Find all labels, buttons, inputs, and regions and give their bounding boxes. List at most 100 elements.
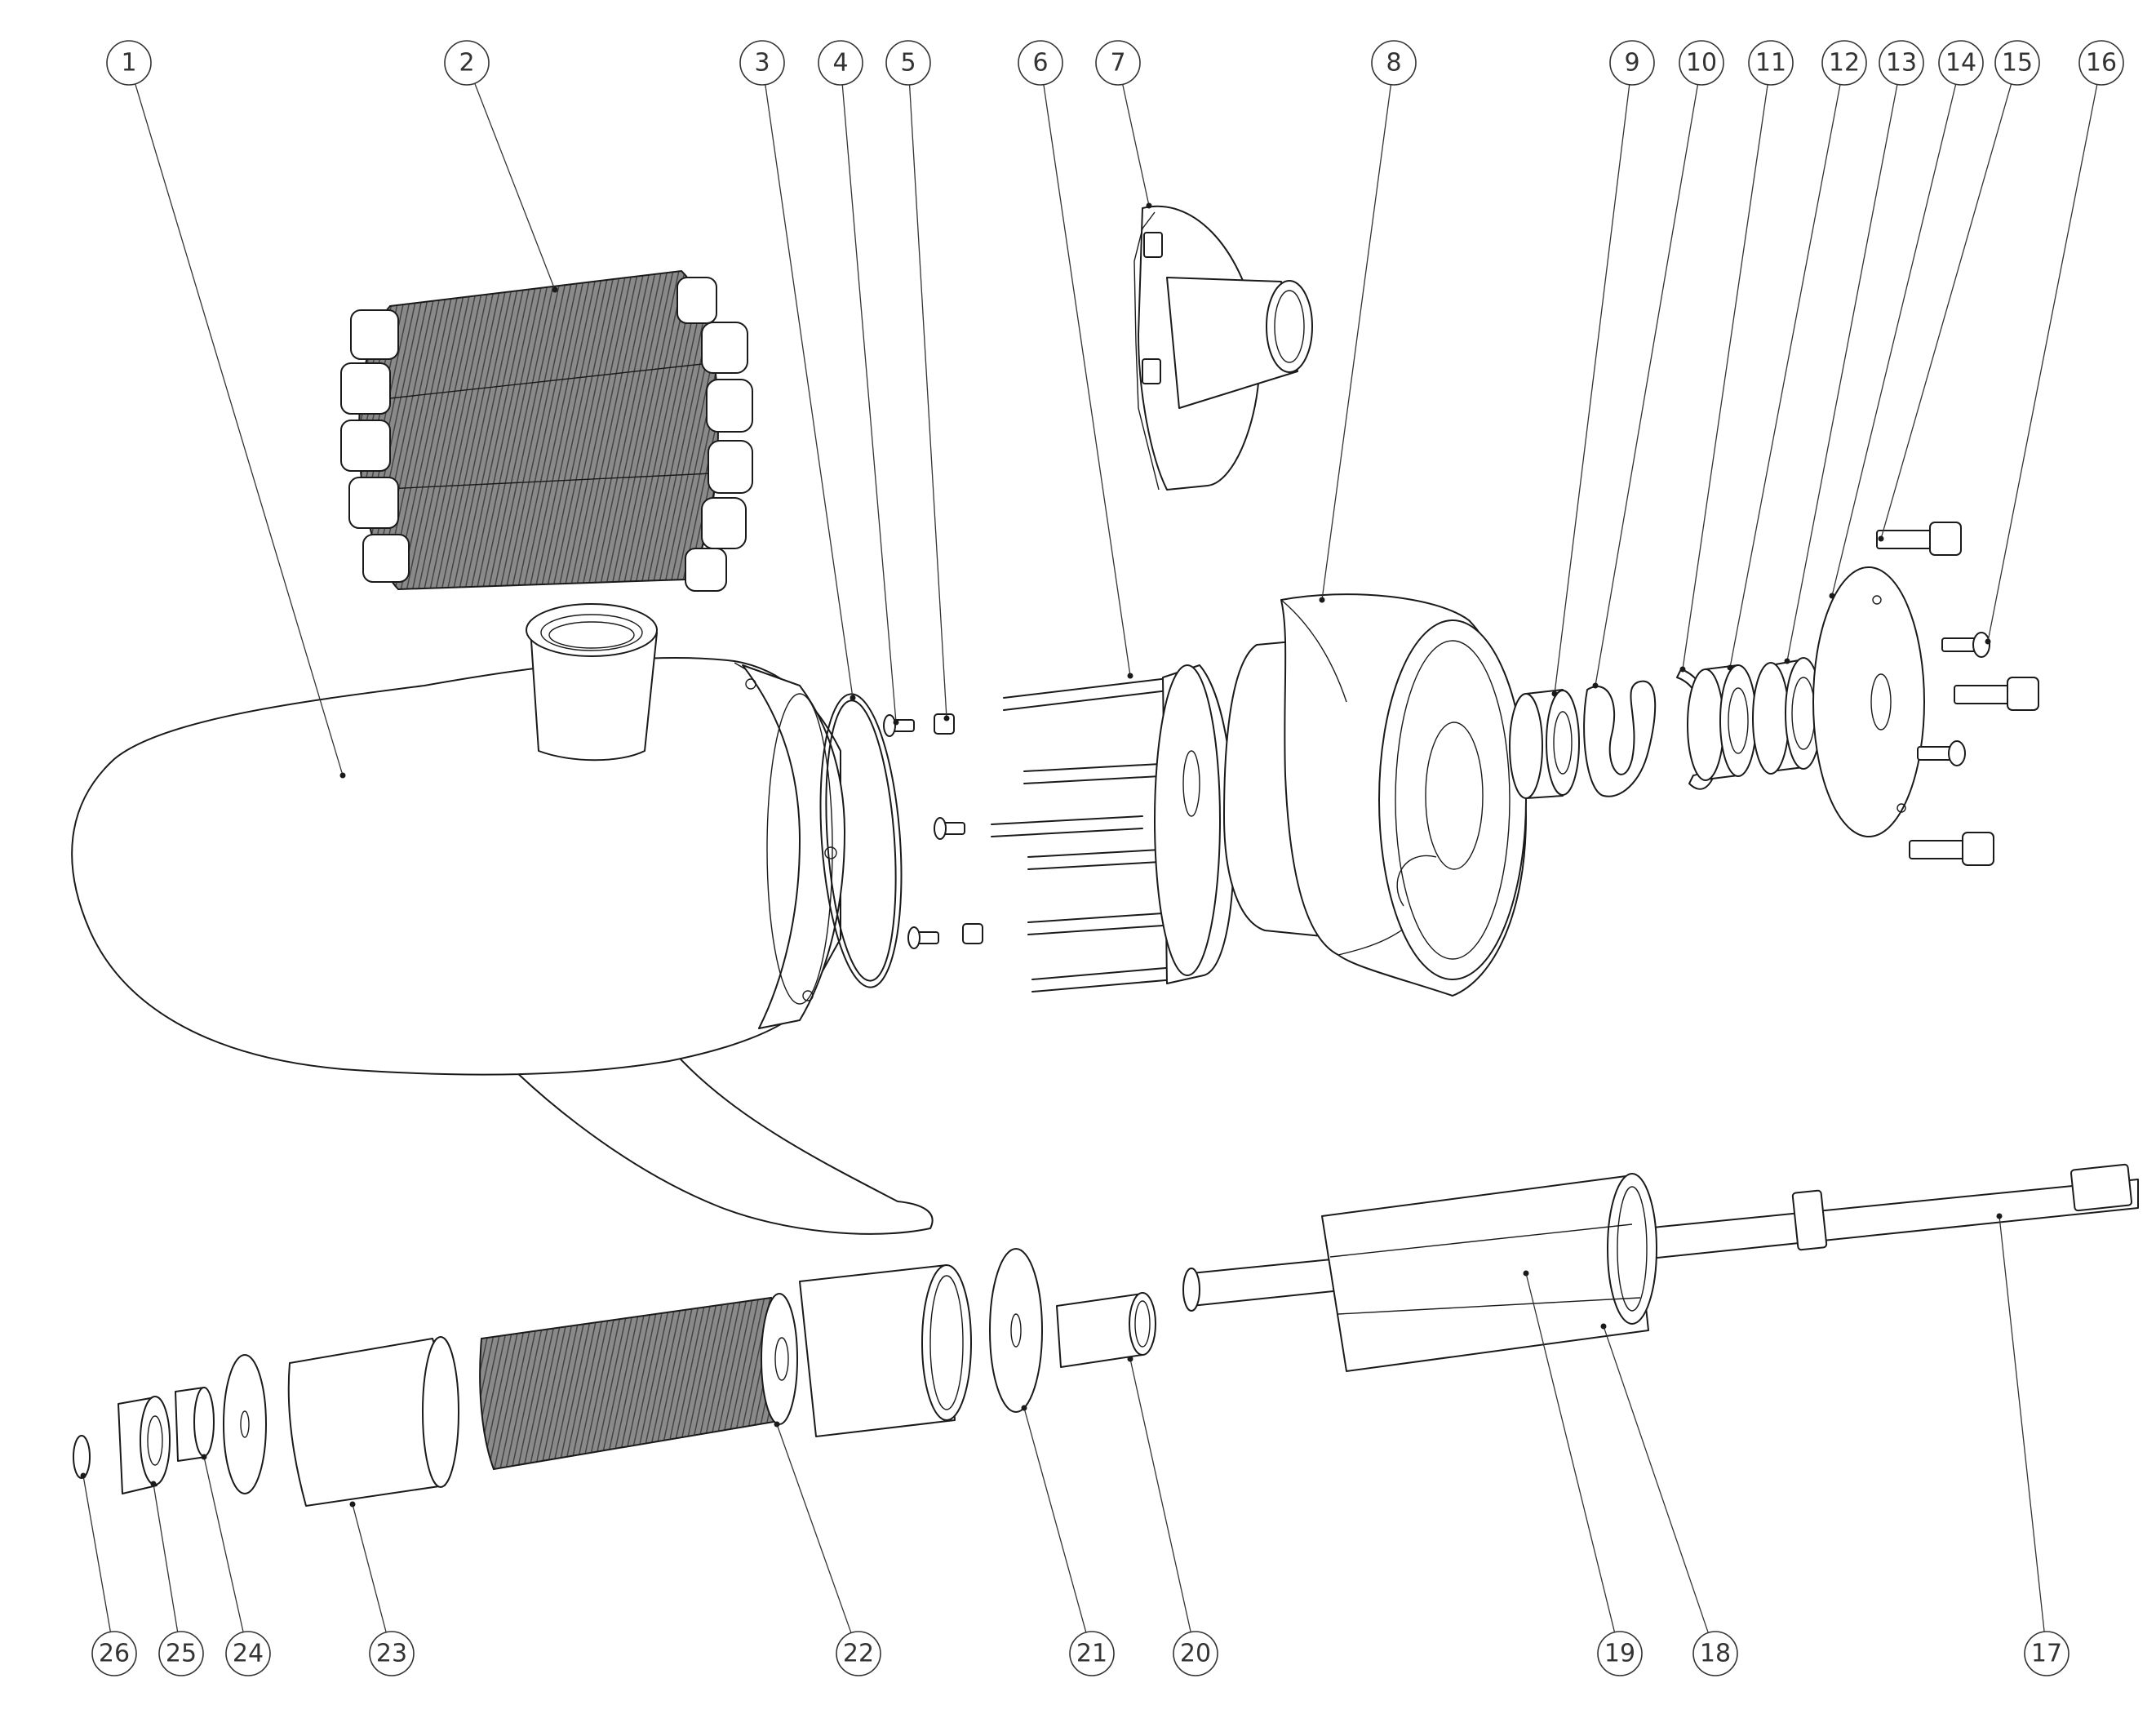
callout-balloon-4: 4 [818,40,863,86]
callout-balloon-17: 17 [2024,1631,2069,1676]
callout-balloon-14: 14 [1938,40,1984,86]
balloon-ring [836,1631,881,1676]
leader-dot-24 [201,1454,207,1460]
leader-line-9 [1554,84,1630,695]
balloon-ring [106,40,152,86]
balloon-ring [1879,40,1924,86]
balloon-number: 19 [1604,1640,1635,1668]
balloon-ring [885,40,931,86]
balloon-number: 7 [1110,49,1125,78]
leader-dot-5 [943,715,950,722]
callout-balloon-16: 16 [2078,40,2124,86]
part-clip-26 [73,1435,91,1479]
balloon-number: 9 [1624,49,1639,78]
leader-dot-2 [552,286,558,293]
balloon-number: 24 [233,1640,264,1668]
callout-balloon-26: 26 [91,1631,137,1676]
leader-dot-17 [1996,1213,2003,1219]
leader-dot-23 [349,1501,356,1508]
balloon-ring [1748,40,1794,86]
part-screws-small [883,713,983,949]
balloon-ring [1679,40,1724,86]
leader-dot-25 [150,1481,157,1487]
leader-dot-4 [893,719,899,726]
part-impeller [1133,205,1313,491]
balloon-ring [444,40,490,86]
leader-line-1 [135,83,344,776]
callout-balloon-6: 6 [1018,40,1063,86]
balloon-number: 17 [2031,1640,2062,1668]
balloon-number: 13 [1886,49,1917,78]
balloon-number: 22 [843,1640,874,1668]
leader-dot-11 [1679,666,1686,673]
callout-balloon-13: 13 [1879,40,1924,86]
leader-line-6 [1043,84,1131,677]
balloon-ring [1609,40,1655,86]
part-sleeve-cylinder [287,1336,459,1507]
balloon-ring [1018,40,1063,86]
balloon-number: 23 [376,1640,407,1668]
leader-line-24 [203,1456,244,1632]
balloon-number: 20 [1180,1640,1211,1668]
balloon-ring [369,1631,415,1676]
part-rotor-core [479,1264,972,1471]
balloon-number: 21 [1076,1640,1107,1668]
part-perforated-disc-21 [989,1248,1043,1413]
callout-balloon-20: 20 [1173,1631,1218,1676]
leader-line-23 [352,1503,387,1633]
balloon-ring [225,1631,271,1676]
leader-dot-14 [1829,593,1835,599]
leader-line-5 [908,84,947,719]
balloon-ring [1371,40,1417,86]
leader-line-22 [776,1423,852,1633]
leader-line-8 [1321,84,1392,601]
leader-line-20 [1129,1358,1191,1632]
leader-line-12 [1729,84,1841,668]
leader-line-10 [1595,84,1699,686]
leader-dot-8 [1319,597,1325,603]
balloon-ring [818,40,863,86]
balloon-number: 11 [1755,49,1786,78]
leader-dot-26 [80,1472,87,1479]
leader-line-21 [1023,1407,1087,1633]
part-end-plate-rods [991,664,1235,992]
leader-line-11 [1682,84,1768,670]
leader-line-19 [1525,1272,1616,1632]
leader-dot-18 [1600,1323,1607,1330]
balloon-number: 15 [2002,49,2033,78]
callout-balloon-24: 24 [225,1631,271,1676]
callout-balloon-5: 5 [885,40,931,86]
leader-dot-19 [1523,1270,1529,1277]
leader-line-3 [765,84,854,699]
part-bearing-9 [1509,689,1580,799]
leader-dot-13 [1784,658,1790,664]
balloon-number: 14 [1945,49,1976,78]
balloon-ring [2024,1631,2069,1676]
callout-balloon-11: 11 [1748,40,1794,86]
balloon-ring [1938,40,1984,86]
part-wave-spring [1583,680,1657,797]
balloon-number: 2 [459,49,474,78]
balloon-number: 26 [99,1640,130,1668]
leader-dot-22 [774,1421,780,1428]
balloon-ring [158,1631,204,1676]
balloon-number: 18 [1700,1640,1731,1668]
callout-balloon-21: 21 [1069,1631,1115,1676]
balloon-number: 16 [2086,49,2117,78]
balloon-number: 12 [1829,49,1860,78]
part-bearing-12 [1687,664,1757,781]
balloon-number: 8 [1386,49,1401,78]
balloon-number: 1 [121,49,136,78]
leader-line-15 [1880,83,2012,540]
part-nut-24 [175,1387,215,1462]
callout-balloon-15: 15 [1994,40,2040,86]
balloon-number: 25 [166,1640,197,1668]
leader-line-25 [153,1483,179,1632]
callout-balloons: 1 2 3 4 5 6 7 8 9 10 11 12 13 14 15 16 1… [91,40,2124,1676]
leader-line-16 [1987,84,2098,642]
callout-balloon-7: 7 [1095,40,1141,86]
stator-slots-right [677,277,753,592]
part-rotor-sleeve [1321,1173,1657,1372]
callout-balloon-9: 9 [1609,40,1655,86]
